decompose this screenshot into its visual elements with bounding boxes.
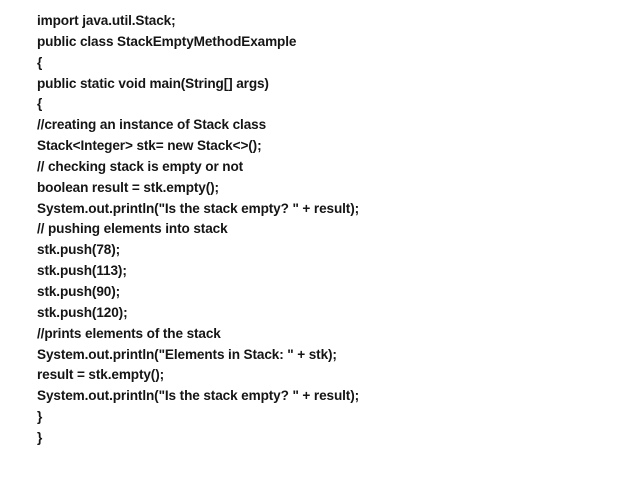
- code-block: import java.util.Stack; public class Stac…: [37, 11, 617, 449]
- code-line: stk.push(78);: [37, 242, 121, 258]
- code-line: import java.util.Stack;: [37, 13, 176, 28]
- code-line: // checking stack is empty or not: [37, 158, 244, 174]
- code-line: {: [37, 96, 43, 112]
- code-line: boolean result = stk.empty();: [37, 179, 219, 195]
- code-line: }: [37, 429, 43, 445]
- code-line: public class StackEmptyMethodExample: [37, 33, 297, 49]
- code-line: }: [37, 409, 43, 425]
- code-line: System.out.println("Is the stack empty? …: [37, 200, 360, 216]
- code-line: //prints elements of the stack: [37, 325, 221, 341]
- code-line: //creating an instance of Stack class: [37, 117, 267, 133]
- code-line: // pushing elements into stack: [37, 221, 228, 237]
- code-line: Stack<Integer> stk= new Stack<>();: [37, 138, 262, 154]
- code-line: stk.push(90);: [37, 283, 121, 299]
- code-line: stk.push(113);: [37, 263, 127, 279]
- code-line: System.out.println("Is the stack empty? …: [37, 388, 360, 404]
- code-line: {: [37, 54, 43, 70]
- code-line: public static void main(String[] args): [37, 75, 269, 91]
- code-line: stk.push(120);: [37, 304, 128, 320]
- code-line: System.out.println("Elements in Stack: "…: [37, 346, 337, 362]
- code-line: result = stk.empty();: [37, 367, 165, 383]
